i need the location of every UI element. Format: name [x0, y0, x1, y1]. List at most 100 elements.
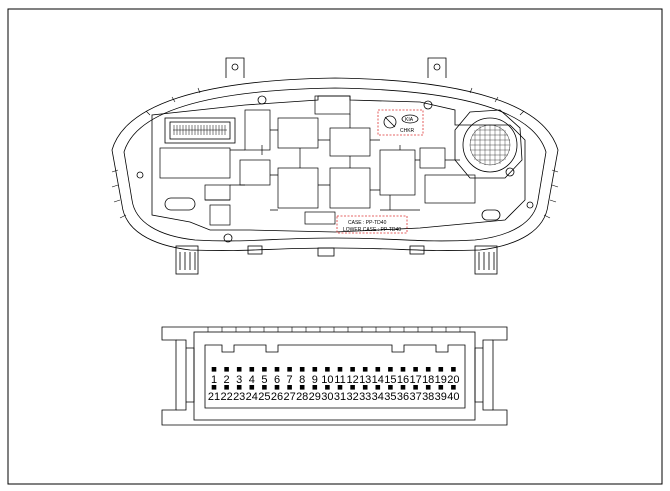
case-label: CASE : PP-TD40	[348, 220, 387, 226]
pin-marker-1	[211, 367, 217, 372]
top-row-pin-label: 18	[422, 374, 434, 386]
pin-marker-15	[388, 367, 393, 372]
pin-marks	[211, 367, 456, 390]
bottom-row-pin-label: 32	[346, 391, 358, 403]
speaker-grille	[454, 109, 523, 179]
case-label-area	[336, 215, 408, 234]
top-row-pin-label: 11	[334, 374, 345, 386]
pin-marker-4	[249, 367, 255, 372]
pin-marker-30	[325, 385, 330, 390]
pin-marker-22	[224, 385, 229, 390]
mounting-tab-right	[427, 57, 447, 78]
screw-boss	[526, 201, 534, 209]
pin-marker-16	[400, 367, 406, 372]
bottom-row-pin-label: 21	[208, 391, 220, 403]
screw-boss	[223, 233, 233, 243]
pin-marker-25	[262, 385, 267, 390]
diagram-frame	[7, 8, 663, 485]
screw-boss	[136, 171, 144, 179]
pin-marker-38	[425, 385, 431, 390]
top-row-pin-label: 1	[211, 374, 217, 386]
bottom-row-pin-label: 36	[397, 391, 409, 403]
top-row-pin-label: 20	[447, 374, 459, 386]
top-row-pin-label: 2	[224, 374, 230, 386]
top-row-pin-label: 4	[249, 374, 255, 386]
bottom-row-pin-label: 40	[447, 391, 459, 403]
pin-marker-3	[236, 367, 242, 372]
pin-marker-20	[451, 367, 456, 372]
screw-boss	[505, 167, 515, 177]
pin-marker-11	[337, 367, 343, 372]
top-row-pin-label: 10	[321, 374, 333, 386]
bottom-row-pin-label: 26	[271, 391, 283, 403]
pin-marker-37	[413, 385, 418, 390]
instrument-cluster-rear	[111, 57, 559, 275]
chkr-label: CHKR	[400, 128, 415, 134]
bottom-row-pin-label: 29	[309, 391, 321, 403]
pin-marker-24	[249, 385, 255, 390]
oval-slot	[481, 209, 501, 221]
connector-cavity	[204, 344, 466, 409]
connector-front-view	[161, 326, 508, 426]
brand-logo	[401, 114, 419, 124]
bottom-row-pin-label: 25	[258, 391, 270, 403]
connector-top-ribs	[207, 327, 461, 332]
pin-marker-6	[274, 367, 280, 372]
pin-marker-29	[312, 385, 318, 390]
lower-case-label: LOWER CASE : PP-TD40	[343, 227, 401, 233]
top-row-pin-label: 16	[397, 374, 409, 386]
cluster-connector-socket	[164, 117, 236, 144]
screw-boss	[423, 100, 433, 110]
cluster-outer-housing	[111, 77, 559, 251]
pin-marker-2	[224, 367, 229, 372]
mounting-tab-left	[225, 57, 245, 78]
pin-marker-28	[299, 385, 305, 390]
top-row-pin-label: 12	[346, 374, 358, 386]
pin-marker-17	[413, 367, 418, 372]
pin-marker-34	[375, 385, 381, 390]
pin-marker-35	[388, 385, 393, 390]
top-row-pin-label: 5	[261, 374, 267, 386]
top-row-pin-label: 17	[409, 374, 421, 386]
bottom-row-pin-label: 37	[409, 391, 421, 403]
bottom-row-pin-label: 22	[220, 391, 232, 403]
pin-marker-40	[451, 385, 456, 390]
back-plate	[151, 95, 526, 233]
pin-marker-5	[262, 367, 267, 372]
pin-marker-31	[337, 385, 343, 390]
bottom-row-pin-label: 38	[422, 391, 434, 403]
pin-marker-27	[287, 385, 292, 390]
top-row-pin-label: 19	[435, 374, 447, 386]
pin-marker-14	[375, 367, 381, 372]
connector-latch-right	[474, 339, 493, 411]
pin-marker-19	[438, 367, 444, 372]
pin-marker-12	[350, 367, 355, 372]
cluster-bottom-clip	[247, 245, 263, 255]
pin-marker-18	[425, 367, 431, 372]
cluster-bottom-clip	[409, 245, 425, 255]
cluster-inner-housing	[123, 87, 547, 242]
pin-marker-23	[236, 385, 242, 390]
brand-logo-text: KIA	[405, 117, 414, 123]
connector-latch-left	[176, 339, 195, 411]
recycle-label-area	[377, 109, 424, 136]
top-row-pin-label: 15	[384, 374, 396, 386]
top-row-pin-label: 8	[299, 374, 305, 386]
oval-slot	[164, 197, 196, 211]
cluster-foot-left	[175, 245, 199, 275]
pin-marker-36	[400, 385, 406, 390]
pin-marker-7	[287, 367, 292, 372]
pin-marker-10	[325, 367, 330, 372]
back-plate-ribs	[159, 95, 476, 226]
top-row-pin-label: 3	[236, 374, 242, 386]
bottom-row-pin-label: 30	[321, 391, 333, 403]
pin-marker-21	[211, 385, 217, 390]
bottom-row-pin-label: 28	[296, 391, 308, 403]
screw-boss	[257, 95, 267, 105]
cluster-bottom-clip	[317, 247, 335, 257]
pin-marker-32	[350, 385, 355, 390]
pin-marker-33	[362, 385, 368, 390]
bottom-row-pin-label: 31	[334, 391, 346, 403]
